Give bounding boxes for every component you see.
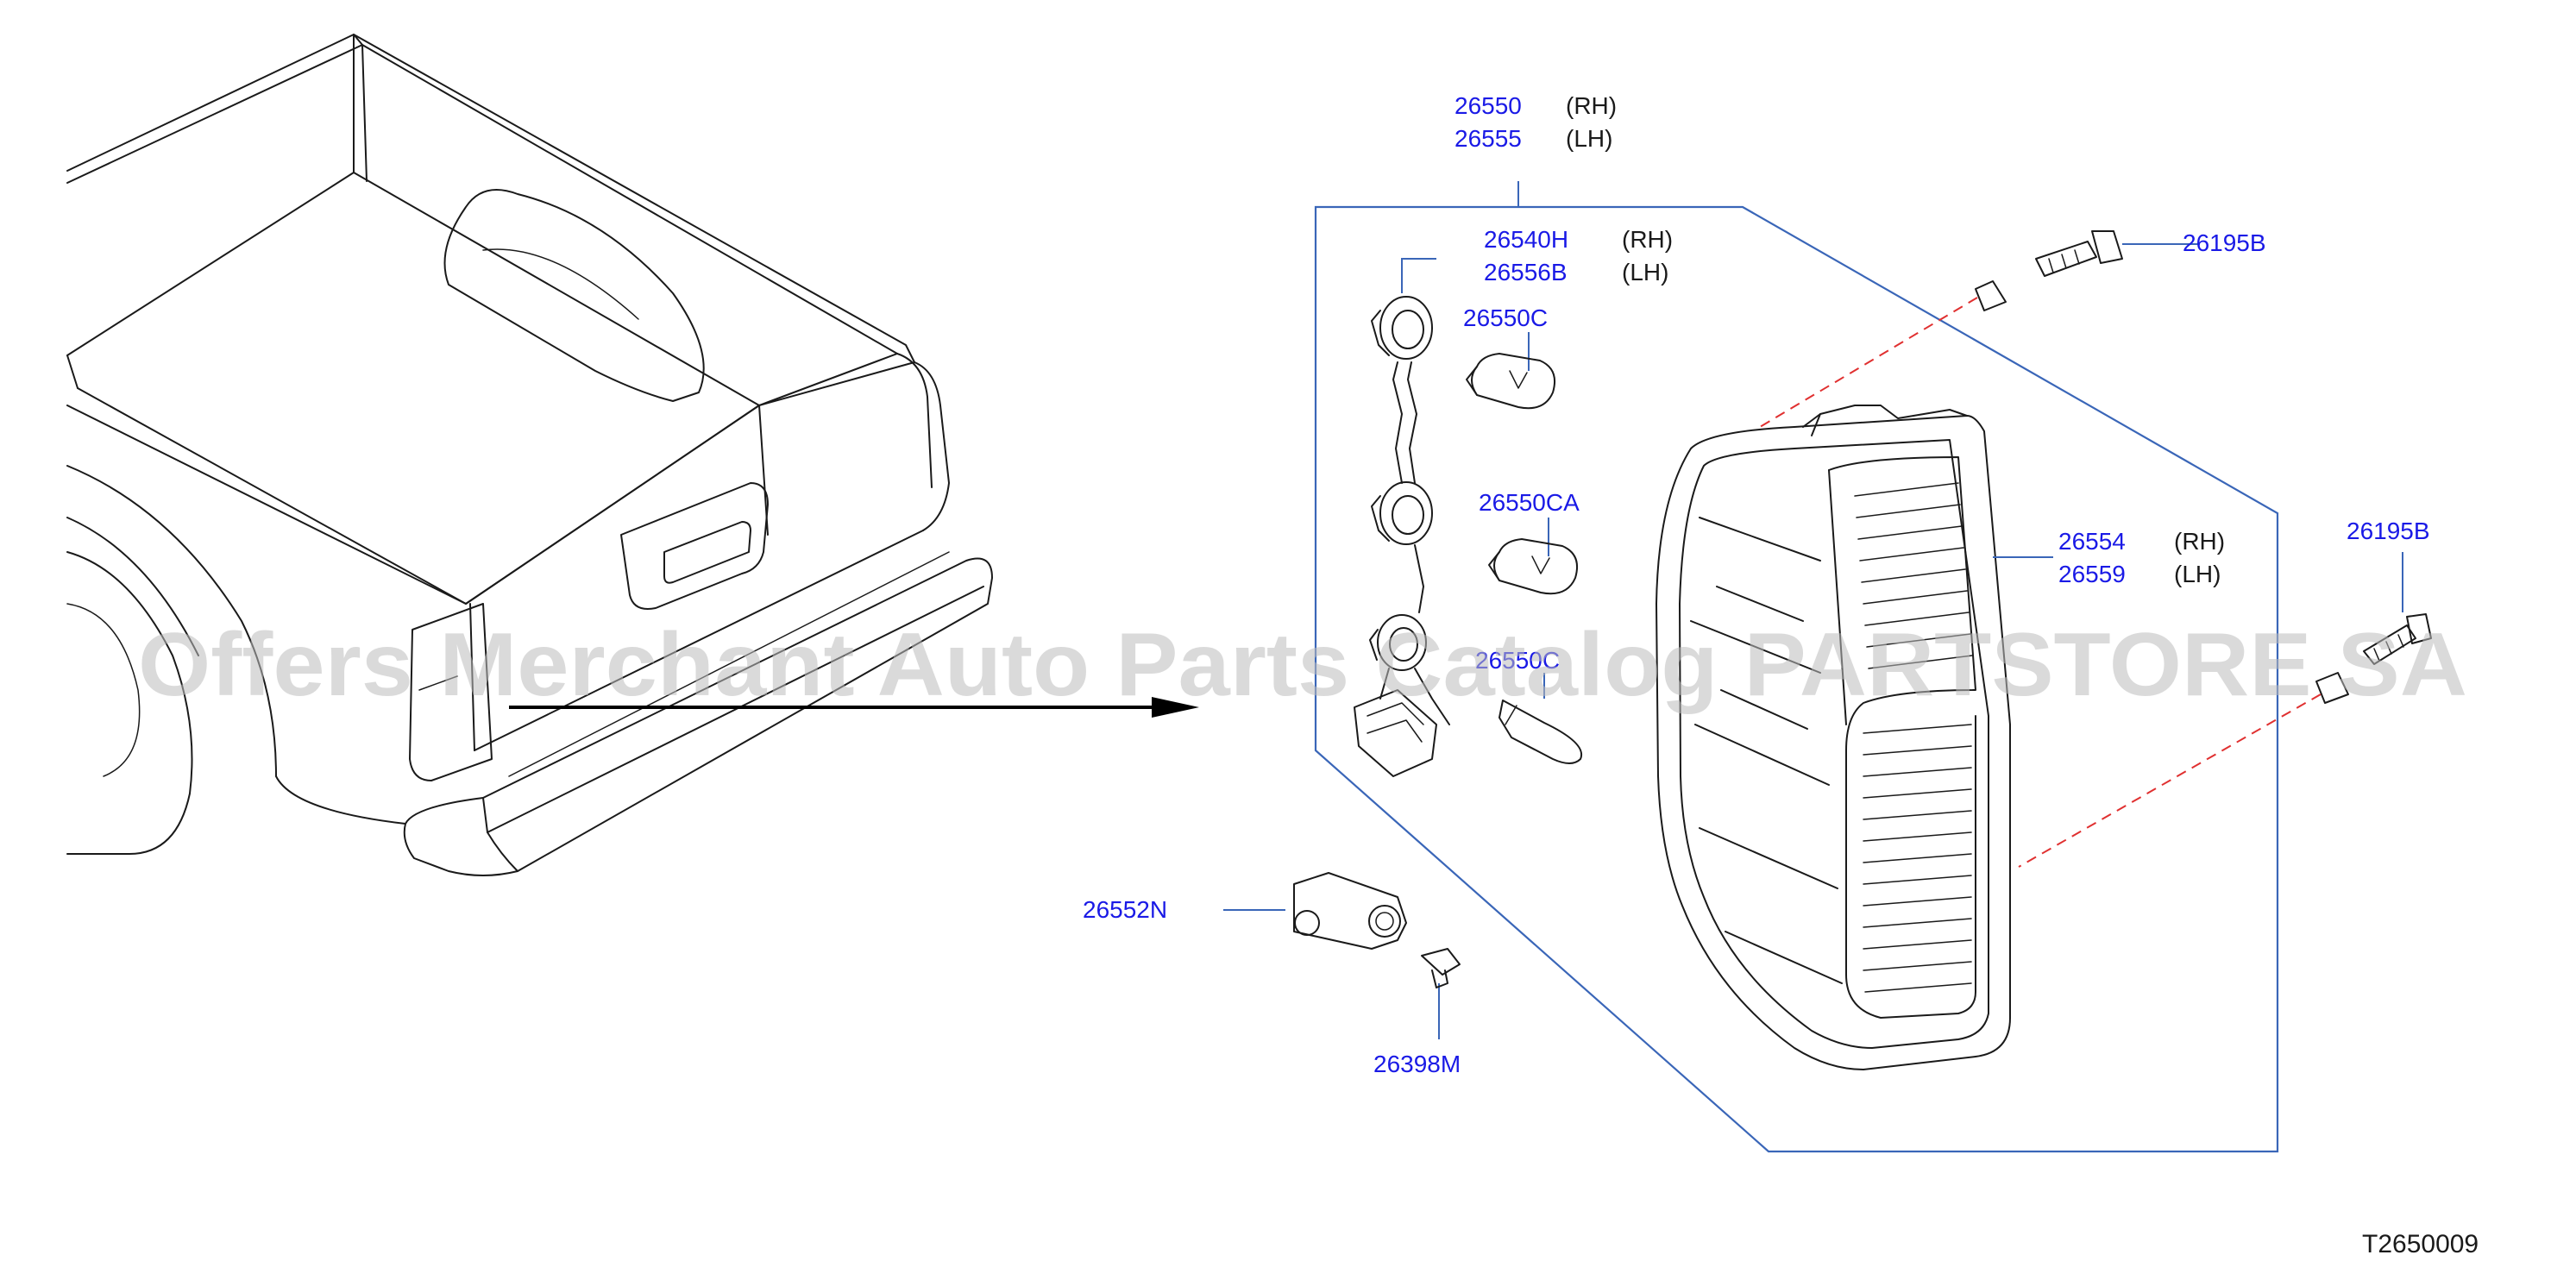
label-26550CA[interactable]: 26550CA xyxy=(1479,489,1580,516)
screw-26195B-right xyxy=(2315,552,2432,704)
watermark: Offers Merchant Auto Parts Catalog PARTS… xyxy=(138,615,2467,715)
bulb-26550C-wedge xyxy=(1498,673,1583,764)
part-labels: 26550 (RH) 26555 (LH) 26540H (RH) 26556B… xyxy=(1083,92,2430,1077)
screw-26195B-top xyxy=(1975,230,2200,311)
socket-harness xyxy=(1354,258,1450,777)
label-26195B-top[interactable]: 26195B xyxy=(2183,229,2266,256)
truck-rear-illustration xyxy=(66,34,993,876)
clip-26398M xyxy=(1421,948,1461,1039)
bracket-26552N xyxy=(1223,872,1407,950)
label-26559[interactable]: 26559 xyxy=(2058,561,2126,587)
label-26550C-2[interactable]: 26550C xyxy=(1475,647,1560,674)
label-26555[interactable]: 26555 xyxy=(1454,125,1522,152)
label-26550[interactable]: 26550 xyxy=(1454,92,1522,119)
label-26540H-side: (RH) xyxy=(1622,226,1673,253)
tail-lamp-assembly xyxy=(1656,405,2011,1070)
label-26398M[interactable]: 26398M xyxy=(1373,1051,1461,1077)
diagram-reference-code: T2650009 xyxy=(2362,1230,2479,1258)
assembly-bracket-outline xyxy=(1314,205,2279,1153)
label-26540H[interactable]: 26540H xyxy=(1484,226,1568,253)
guide-line-top xyxy=(1759,297,1978,428)
label-26195B-right[interactable]: 26195B xyxy=(2347,518,2430,544)
label-26550C[interactable]: 26550C xyxy=(1463,304,1548,331)
guide-line-bottom xyxy=(2018,693,2322,868)
bulb-26550C xyxy=(1466,332,1556,410)
label-26559-side: (LH) xyxy=(2174,561,2221,587)
label-26550-side: (RH) xyxy=(1566,92,1617,119)
label-26554-side: (RH) xyxy=(2174,528,2225,555)
label-26555-side: (LH) xyxy=(1566,125,1612,152)
label-26554[interactable]: 26554 xyxy=(2058,528,2126,555)
label-26556B[interactable]: 26556B xyxy=(1484,259,1568,285)
direction-arrow xyxy=(509,697,1199,718)
label-26556B-side: (LH) xyxy=(1622,259,1668,285)
label-26552N[interactable]: 26552N xyxy=(1083,896,1167,923)
bulb-26550CA xyxy=(1488,518,1579,595)
